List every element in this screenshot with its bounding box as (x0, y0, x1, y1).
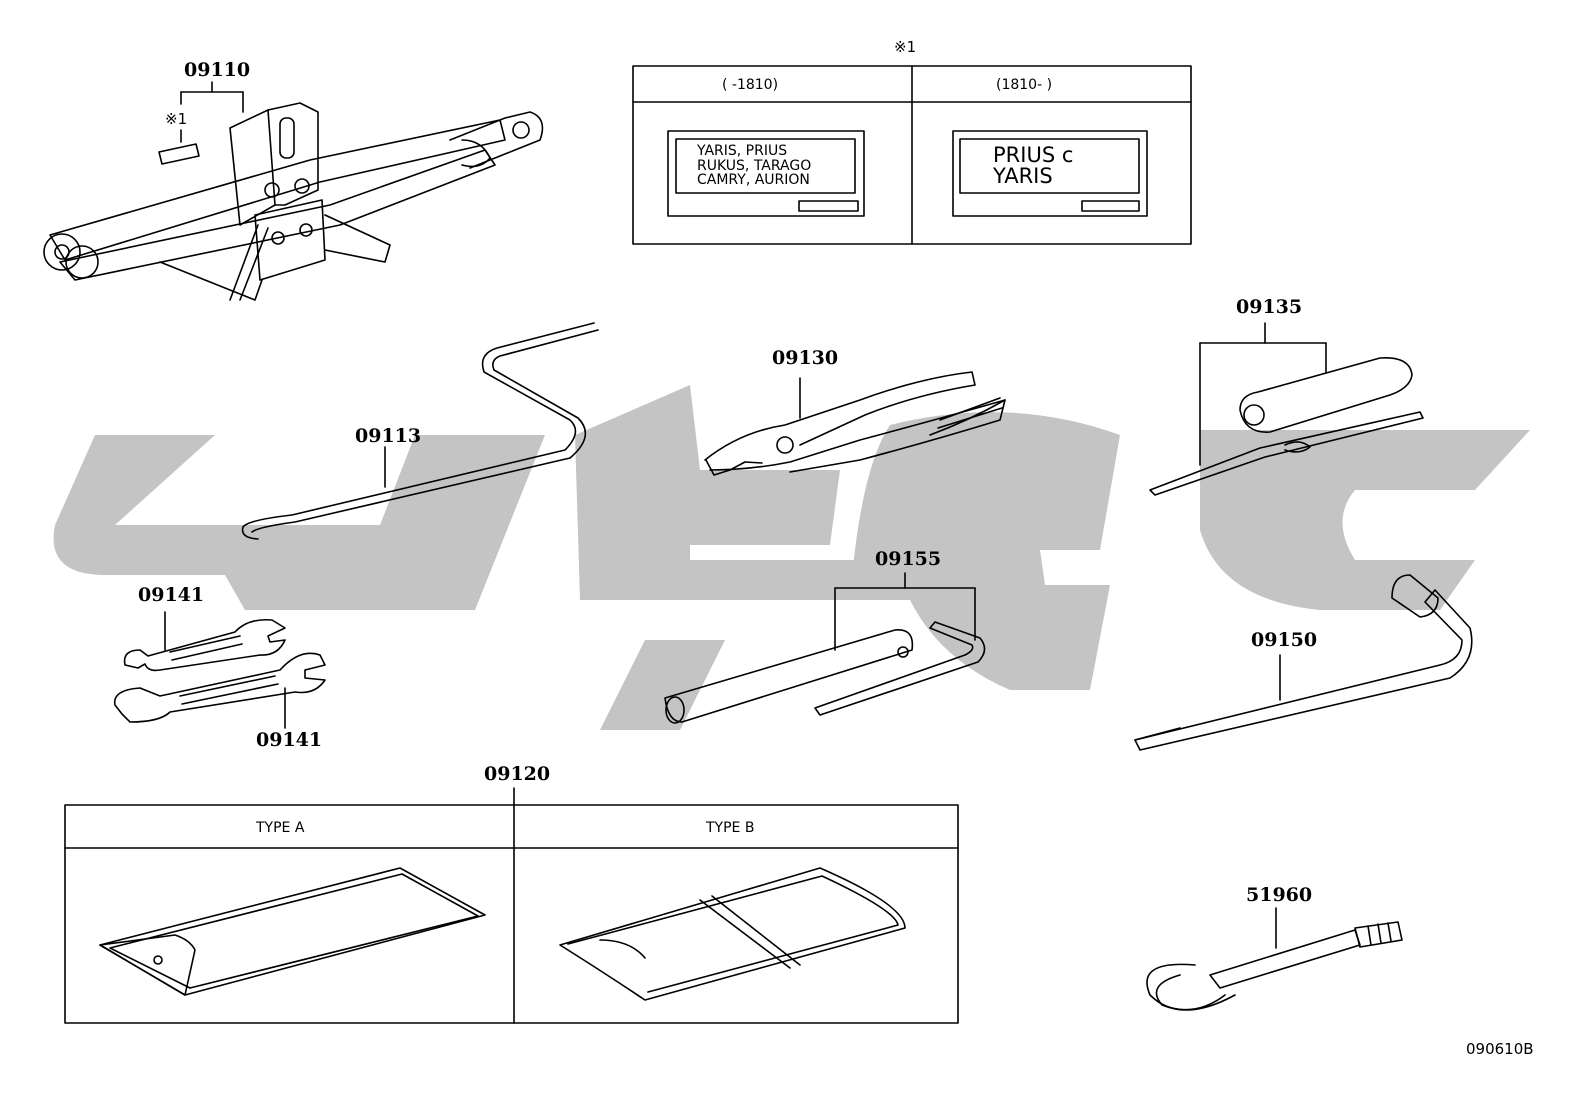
part-number-screwdriver[interactable]: 09135 (1236, 296, 1303, 318)
note-mark-table: ※1 (894, 38, 917, 56)
label-table (632, 65, 1192, 245)
watermark-shape-2 (575, 385, 860, 600)
label-right-line-1: PRIUS c (993, 143, 1074, 167)
label-left-line-2: RUKUS, TARAGO (697, 157, 812, 174)
label-col-right-header: (1810- ) (996, 77, 1053, 93)
part-number-jack-handle[interactable]: 09113 (355, 425, 422, 447)
part-number-wheel-wrench[interactable]: 09150 (1251, 629, 1318, 651)
label-right-sticker: PRIUS c YARIS (993, 145, 1073, 187)
wheel-wrench-drawing (1134, 574, 1473, 751)
part-number-pliers[interactable]: 09130 (772, 347, 839, 369)
part-number-tool-bag[interactable]: 09120 (484, 763, 551, 785)
wrenches-drawing (113, 611, 326, 729)
diagram-code: 090610B (1466, 1040, 1534, 1058)
screwdriver-drawing (1149, 322, 1424, 496)
tool-bag-table (64, 787, 959, 1024)
part-number-towing-eye[interactable]: 51960 (1246, 884, 1313, 906)
pliers-drawing (704, 371, 1006, 476)
jack-handle-drawing (241, 322, 599, 540)
tool-bag-type-b-header: TYPE B (706, 820, 755, 836)
label-col-left-header: ( -1810) (722, 77, 779, 93)
watermark-shape-1 (53, 435, 546, 610)
watermark-shape-5 (1200, 430, 1530, 610)
watermark-shape-3 (600, 640, 725, 730)
part-number-wrench-top[interactable]: 09141 (138, 584, 205, 606)
tool-bag-type-a-header: TYPE A (256, 820, 305, 836)
label-left-line-1: YARIS, PRIUS (697, 143, 788, 159)
plug-wrench-drawing (664, 572, 986, 724)
scissor-jack-drawing (43, 81, 544, 301)
label-left-sticker: YARIS, PRIUS RUKUS, TARAGO CAMRY, AURION (697, 144, 811, 188)
part-number-plug-wrench[interactable]: 09155 (875, 548, 942, 570)
note-mark-jack: ※1 (165, 110, 188, 128)
watermark-shape-4 (850, 412, 1120, 690)
label-left-line-3: CAMRY, AURION (697, 172, 810, 189)
part-number-wrench-bottom[interactable]: 09141 (256, 729, 323, 751)
part-number-jack[interactable]: 09110 (184, 59, 251, 81)
label-right-line-2: YARIS (993, 164, 1053, 188)
towing-eye-drawing (1146, 907, 1403, 1011)
